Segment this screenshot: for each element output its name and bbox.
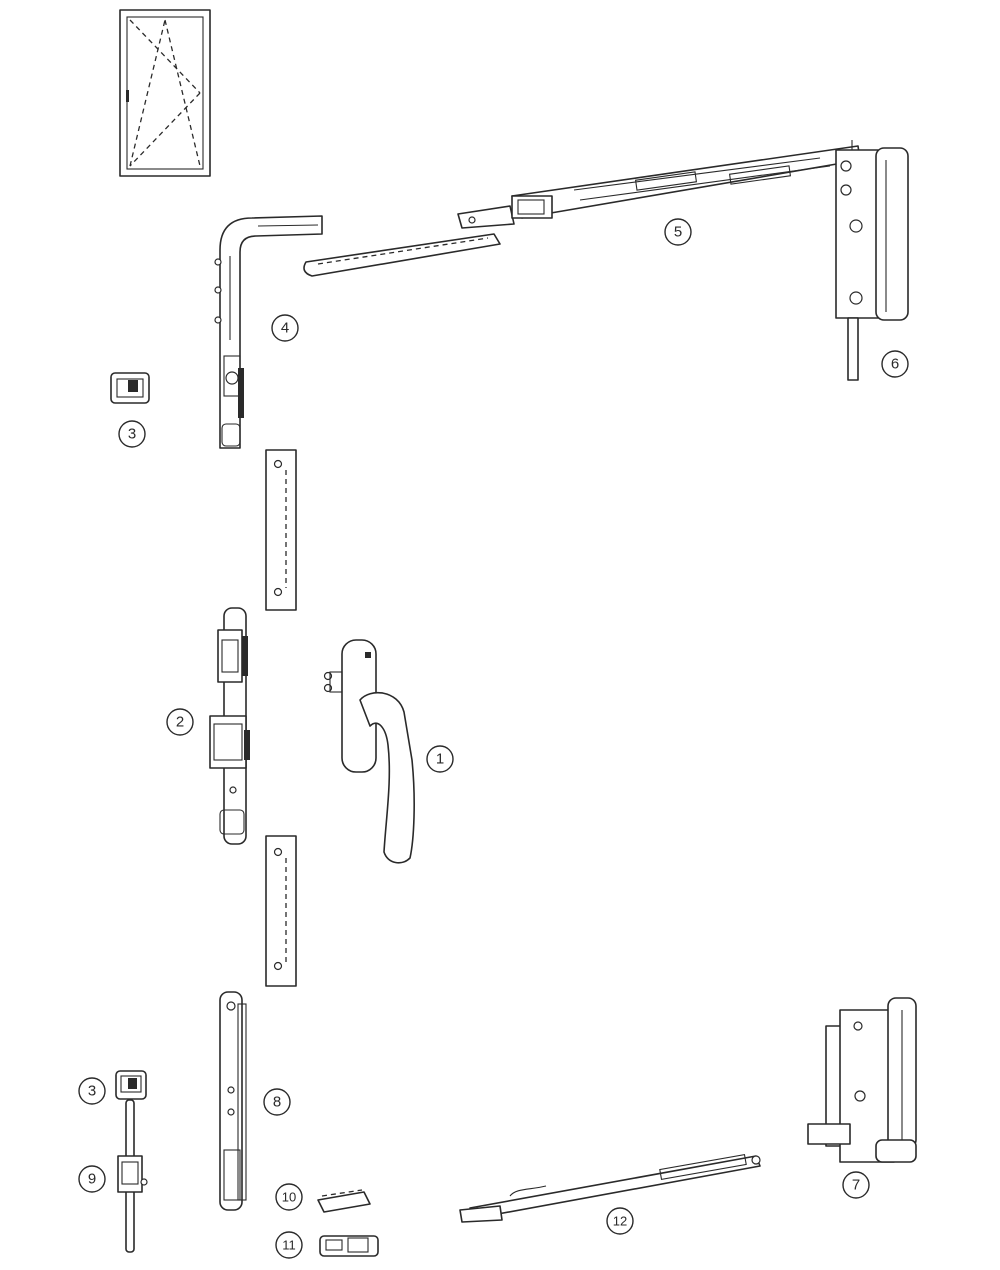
central-lock-gear [209, 607, 250, 845]
callout-8: 8 [263, 1088, 291, 1116]
callout-4: 4 [271, 314, 299, 342]
locking-rod [117, 1099, 148, 1253]
shim-upper [265, 449, 297, 611]
callout-7: 7 [842, 1171, 870, 1199]
espagnolette-extension [219, 991, 247, 1211]
svg-text:8: 8 [273, 1094, 281, 1111]
callout-11: 11 [275, 1231, 303, 1259]
callout-10: 10 [275, 1183, 303, 1211]
svg-text:12: 12 [613, 1214, 627, 1229]
svg-text:3: 3 [88, 1083, 96, 1100]
svg-text:5: 5 [674, 224, 682, 241]
top-connecting-bar [303, 233, 501, 277]
callout-12: 12 [606, 1207, 634, 1235]
callout-6: 6 [881, 350, 909, 378]
bottom-hinge [807, 997, 917, 1163]
callout-1: 1 [426, 745, 454, 773]
svg-text:9: 9 [88, 1171, 96, 1188]
svg-text:1: 1 [436, 751, 444, 768]
tilt-turn-window-icon [119, 9, 211, 177]
callout-2: 2 [166, 708, 194, 736]
tilt-stay-arm [457, 140, 861, 229]
keeper-part-11 [319, 1235, 379, 1257]
callout-5: 5 [664, 218, 692, 246]
top-hinge [835, 147, 909, 381]
svg-text:7: 7 [852, 1177, 860, 1194]
corner-drive [214, 215, 323, 449]
keeper-lower [115, 1070, 147, 1100]
svg-text:3: 3 [128, 426, 136, 443]
callout-3-upper: 3 [118, 420, 146, 448]
callout-3-lower: 3 [78, 1077, 106, 1105]
keeper-upper [110, 372, 150, 404]
lower-stay-arm [459, 1153, 761, 1223]
keeper-part-10 [317, 1189, 371, 1213]
svg-text:4: 4 [281, 320, 289, 337]
svg-text:11: 11 [282, 1238, 296, 1253]
svg-text:2: 2 [176, 714, 184, 731]
callout-9: 9 [78, 1165, 106, 1193]
svg-text:10: 10 [282, 1190, 296, 1205]
window-handle [323, 639, 415, 864]
shim-lower [265, 835, 297, 987]
svg-text:6: 6 [891, 356, 899, 373]
